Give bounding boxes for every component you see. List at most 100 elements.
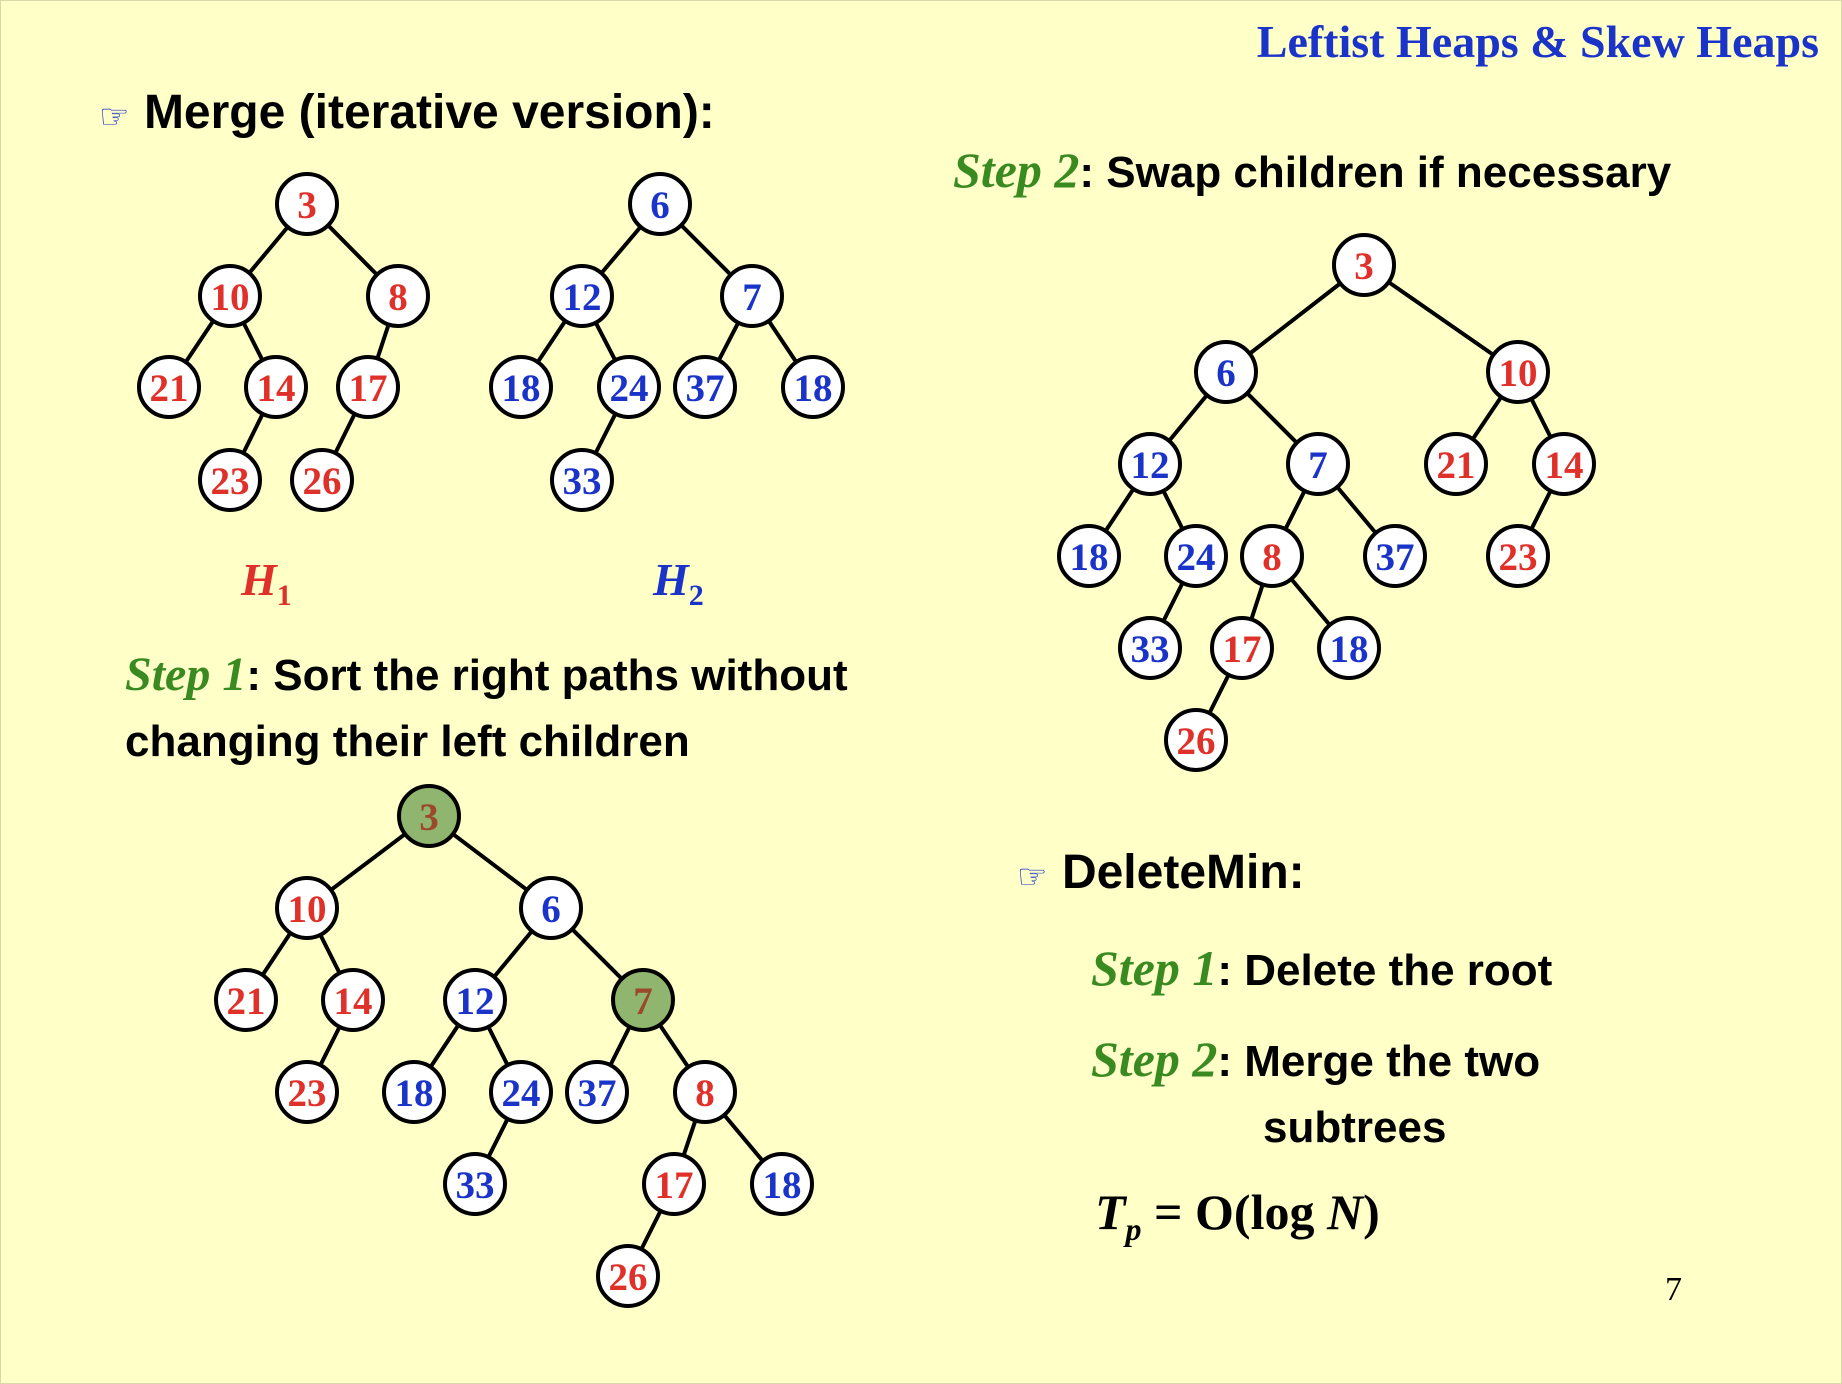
- heap-node-14: 14: [1532, 432, 1596, 496]
- tree-edge: [722, 1113, 765, 1163]
- node-circle: [1286, 432, 1350, 496]
- node-circle: [489, 1060, 553, 1124]
- page-number: 7: [1665, 1271, 1682, 1308]
- node-circle: [137, 355, 201, 419]
- heap-node-24: 24: [597, 355, 661, 419]
- node-circle: [1532, 432, 1596, 496]
- node-key: 18: [502, 367, 541, 410]
- heap-node-26: 26: [290, 448, 354, 512]
- node-key: 24: [1177, 536, 1216, 579]
- step2-text: Step 2: Swap children if necessary: [953, 142, 1672, 198]
- tree-edge: [247, 225, 290, 275]
- node-key: 7: [1308, 444, 1328, 487]
- tree-edge: [318, 933, 342, 975]
- node-key: 17: [349, 367, 388, 410]
- heap-node-6: 6: [1194, 340, 1258, 404]
- node-circle: [1240, 524, 1304, 588]
- node-circle: [550, 264, 614, 328]
- node-circle: [550, 448, 614, 512]
- node-circle: [1486, 340, 1550, 404]
- tree-edge: [1167, 393, 1209, 443]
- tree-edge: [1471, 395, 1503, 441]
- node-circle: [628, 172, 692, 236]
- deletemin-step2: Step 2: Merge the two subtrees: [1091, 1031, 1541, 1152]
- node-circle: [519, 876, 583, 940]
- node-key: 23: [288, 1072, 327, 1115]
- tree-edge: [1289, 577, 1332, 627]
- node-key: 3: [1354, 245, 1374, 288]
- node-key: 17: [1223, 628, 1262, 671]
- node-circle: [214, 968, 278, 1032]
- tree-edge: [1335, 485, 1378, 535]
- node-key: 10: [211, 276, 250, 319]
- node-key: 17: [655, 1164, 694, 1207]
- heap-node-10: 10: [1486, 340, 1550, 404]
- node-circle: [1194, 340, 1258, 404]
- tree-edge: [333, 413, 357, 454]
- node-circle: [1118, 432, 1182, 496]
- tree-edge: [486, 1117, 510, 1159]
- node-key: 26: [609, 1256, 648, 1299]
- node-key: 37: [1376, 536, 1415, 579]
- heap-node-37: 37: [673, 355, 737, 419]
- tree-edge: [1248, 281, 1342, 356]
- heap-node-8: 8: [366, 264, 430, 328]
- node-key: 6: [1216, 352, 1236, 395]
- heap-node-7: 7: [1286, 432, 1350, 496]
- tree-edge: [658, 1023, 690, 1069]
- node-circle: [443, 1152, 507, 1216]
- tree-edge: [1529, 489, 1553, 531]
- node-key: 12: [456, 980, 495, 1023]
- node-circle: [275, 172, 339, 236]
- tree-edge: [1245, 391, 1299, 445]
- heap-node-21: 21: [1424, 432, 1488, 496]
- node-circle: [1118, 616, 1182, 680]
- tree-edge: [716, 321, 741, 362]
- heap-node-21: 21: [214, 968, 278, 1032]
- node-key: 21: [227, 980, 266, 1023]
- node-key: 33: [563, 460, 602, 503]
- heap-node-17: 17: [642, 1152, 706, 1216]
- node-key: 3: [419, 796, 439, 839]
- node-circle: [565, 1060, 629, 1124]
- node-key: 8: [388, 276, 408, 319]
- heap-node-26: 26: [596, 1244, 660, 1308]
- node-circle: [720, 264, 784, 328]
- heap-node-23: 23: [198, 448, 262, 512]
- step1-text: Step 1: Sort the right paths without cha…: [125, 648, 848, 766]
- node-key: 8: [1262, 536, 1282, 579]
- heap-node-37: 37: [1363, 524, 1427, 588]
- tree-edge: [1207, 673, 1231, 715]
- tree-edge: [593, 412, 618, 455]
- node-circle: [321, 968, 385, 1032]
- complexity-formula: Tp = O(log N): [1095, 1184, 1380, 1247]
- node-circle: [1210, 616, 1274, 680]
- heap-node-6: 6: [628, 172, 692, 236]
- tree-edge: [326, 223, 379, 277]
- heap-node-3: 3: [1332, 233, 1396, 297]
- node-circle: [750, 1152, 814, 1216]
- heap-node-6: 6: [519, 876, 583, 940]
- tree-edge: [260, 931, 293, 977]
- deletemin-heading: ☞ DeleteMin:: [1017, 845, 1305, 900]
- pointing-hand-icon: ☞: [1017, 857, 1048, 897]
- heap-node-26: 26: [1164, 708, 1228, 772]
- tree-edge: [428, 1023, 461, 1069]
- heap-node-33: 33: [1118, 616, 1182, 680]
- heap-node-33: 33: [443, 1152, 507, 1216]
- node-key: 7: [633, 980, 653, 1023]
- heap-node-12: 12: [550, 264, 614, 328]
- node-circle: [443, 968, 507, 1032]
- node-key: 18: [794, 367, 833, 410]
- node-circle: [1424, 432, 1488, 496]
- node-key: 10: [1499, 352, 1538, 395]
- node-circle: [198, 448, 262, 512]
- tree-edge: [599, 225, 643, 275]
- heap-node-18: 18: [750, 1152, 814, 1216]
- heap-node-18: 18: [1057, 524, 1121, 588]
- tree-edge: [329, 832, 407, 892]
- heap-node-18: 18: [489, 355, 553, 419]
- heap-node-14: 14: [244, 355, 308, 419]
- heap-node-18: 18: [382, 1060, 446, 1124]
